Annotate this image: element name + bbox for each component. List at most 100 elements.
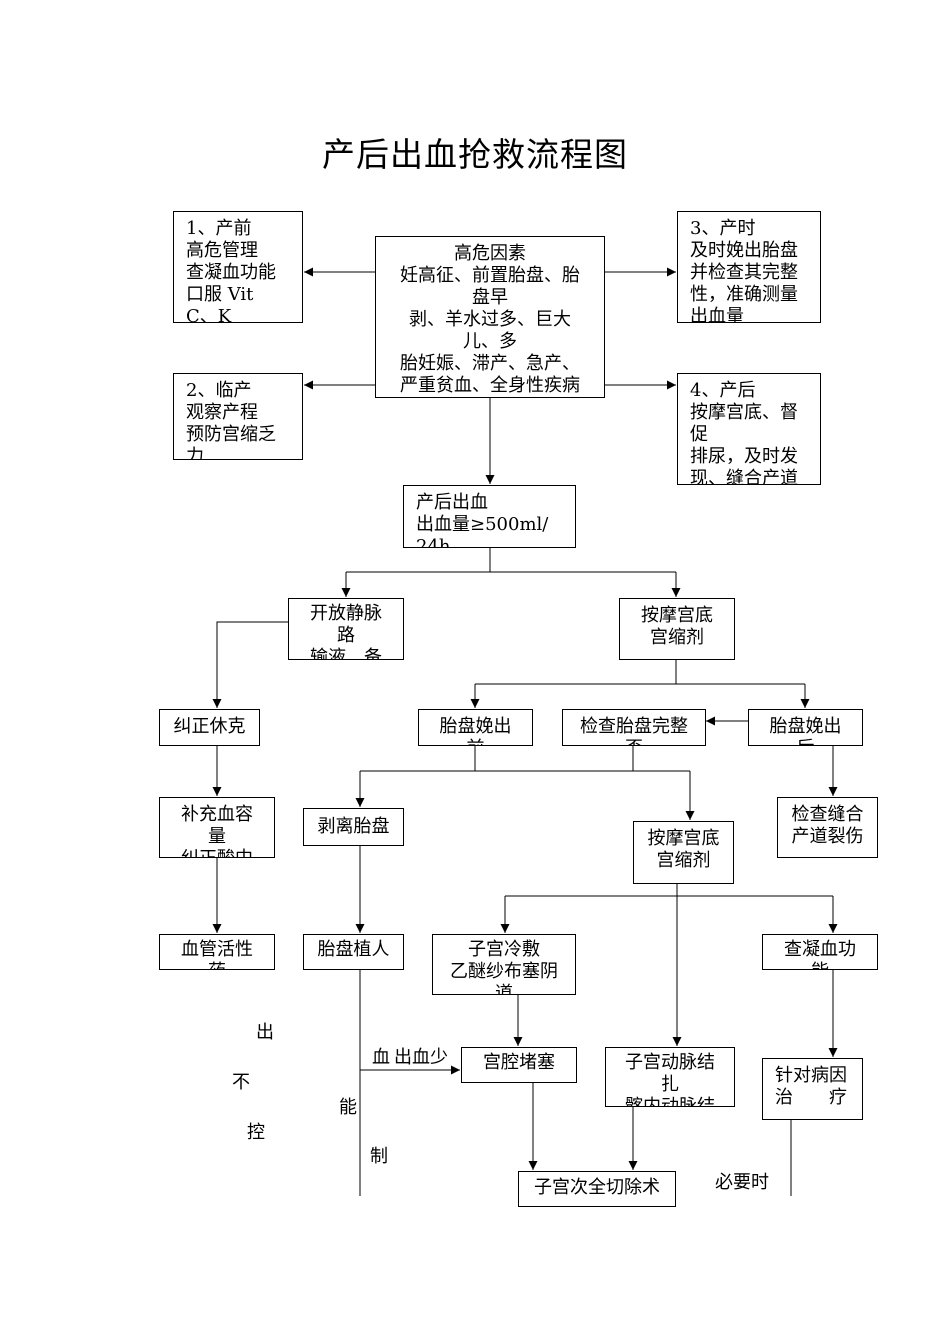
artery-ligation-box: 子宫动脉结扎髂内动脉结: [605, 1047, 735, 1107]
hysterectomy-box: 子宫次全切除术: [518, 1171, 676, 1207]
box-text-line: 针对病因: [775, 1065, 847, 1086]
box-text-line: 1、产前: [186, 218, 252, 239]
box-text-line: 开放静脉: [310, 603, 382, 624]
box-text-line: 胎妊娠、滞产、急产、: [400, 353, 580, 374]
box-text-line: 并检查其完整: [690, 262, 798, 283]
coagulation-check-box: 查凝血功能: [762, 934, 878, 970]
box-text-line: 严重贫血、全身性疾病: [400, 375, 580, 396]
box-text-line: 宫缩剂: [650, 627, 704, 648]
label-when-needed: 必要时: [715, 1172, 769, 1193]
risk-factors-box: 高危因素妊高征、前置胎盘、胎盘早剥、羊水过多、巨大儿、多胎妊娠、滞产、急产、严重…: [375, 236, 605, 398]
box-text-line: 量: [208, 826, 226, 847]
connector-massage1-split: [475, 660, 805, 685]
postpartum-box: 4、产后按摩宫底、督促排尿，及时发现、缝合产道: [677, 373, 821, 485]
box-text-line: 髂内动脉结: [625, 1096, 715, 1107]
box-text-line: 胎盘植人: [317, 939, 390, 960]
connector-placenta-branch: [359, 746, 690, 807]
label-neng: 能: [339, 1097, 357, 1118]
box-text-line: 查凝血功能: [186, 262, 276, 283]
box-text-line: 出血量≥500ml/: [416, 514, 549, 535]
postpartum-hemorrhage-box: 产后出血出血量≥500ml/24h: [403, 485, 576, 548]
box-text-line: 高危因素: [454, 243, 526, 264]
label-bu: 不: [232, 1072, 250, 1093]
box-text-line: 剥、羊水过多、巨大: [409, 309, 571, 330]
correct-shock-box: 纠正休克: [159, 709, 260, 746]
box-text-line: 促: [690, 424, 708, 445]
box-text-line: 按摩宫底: [647, 828, 720, 849]
treat-cause-box: 针对病因治 疗: [762, 1058, 863, 1120]
label-xue: 血: [372, 1047, 390, 1068]
box-text-line: 妊高征、前置胎盘、胎: [400, 265, 580, 286]
label-less-bleeding: 出血少: [394, 1047, 448, 1068]
box-text-line: 高危管理: [186, 240, 258, 261]
box-text-line: 出血量: [690, 306, 744, 323]
box-text-line: 扎: [661, 1074, 679, 1095]
connector-pph-split: [346, 548, 676, 573]
detach-placenta-box: 剥离胎盘: [303, 808, 404, 846]
box-text-line: 24h: [416, 536, 451, 548]
placenta-accreta-box: 胎盘植人: [303, 934, 404, 970]
box-text-line: 宫缩剂: [656, 850, 711, 871]
uterine-massage-box-1: 按摩宫底宫缩剂: [619, 598, 735, 660]
box-text-line: 口服 Vit: [186, 284, 254, 305]
replenish-volume-box: 补充血容量纠正酸中: [159, 797, 275, 858]
box-text-line: 2、临产: [186, 380, 252, 401]
box-text-line: 否: [563, 738, 705, 745]
box-text-line: 产道裂伤: [791, 826, 864, 847]
check-placenta-box: 检查胎盘完整否: [562, 709, 706, 746]
box-text-line: 能: [763, 961, 877, 969]
box-text-line: 预防宫缩乏: [186, 424, 276, 445]
box-text-line: 儿、多: [463, 331, 517, 352]
box-text-line: 前: [419, 738, 532, 745]
box-text-line: 纠正酸中: [160, 848, 274, 857]
uterine-packing-box: 宫腔堵塞: [461, 1047, 577, 1083]
box-text-line: 检查缝合: [791, 804, 864, 825]
connector-iv-to-shock: [212, 621, 288, 708]
box-text-line: 现、缝合产道: [690, 468, 798, 485]
box-text-line: 子宫冷敷: [468, 939, 540, 960]
iv-access-box: 开放静脉路输液、备: [288, 598, 404, 660]
box-text-line: 乙醚纱布塞阴: [450, 961, 558, 982]
cold-compress-box: 子宫冷敷乙醚纱布塞阴道: [432, 934, 576, 995]
box-text-line: 查凝血功: [784, 939, 856, 960]
check-suture-box: 检查缝合产道裂伤: [777, 797, 878, 858]
box-text-line: 观察产程: [186, 402, 258, 423]
box-text-line: 4、产后: [690, 380, 756, 401]
box-text-line: 输液、备: [310, 647, 382, 660]
placenta-delivery-after-box: 胎盘娩出后: [748, 709, 863, 746]
connector-massage2-split: [505, 884, 833, 897]
box-text-line: 子宫动脉结: [625, 1052, 715, 1073]
box-text-line: 盘早: [472, 287, 508, 308]
box-text-line: 产后出血: [416, 492, 488, 513]
box-text-line: 及时娩出胎盘: [690, 240, 798, 261]
box-text-line: 纠正休克: [173, 716, 246, 737]
box-text-line: 药: [160, 961, 274, 969]
box-text-line: 子宫次全切除术: [534, 1177, 660, 1198]
box-text-line: 检查胎盘完整: [580, 716, 688, 737]
label-zhi: 制: [370, 1146, 388, 1167]
uterine-massage-box-2: 按摩宫底宫缩剂: [633, 821, 734, 884]
box-text-line: 道: [495, 983, 513, 995]
label-kong: 控: [247, 1122, 265, 1143]
box-text-line: 3、产时: [690, 218, 756, 239]
box-text-line: 胎盘娩出: [769, 716, 842, 737]
vasoactive-drug-box: 血管活性药: [159, 934, 275, 970]
box-text-line: 力: [186, 446, 204, 460]
box-text-line: 血管活性: [181, 939, 253, 960]
box-text-line: 后: [749, 738, 862, 745]
intrapartum-box: 3、产时及时娩出胎盘并检查其完整性，准确测量出血量: [677, 211, 821, 323]
box-text-line: 按摩宫底: [641, 605, 713, 626]
label-chu: 出: [256, 1022, 274, 1043]
box-text-line: 排尿，及时发: [690, 446, 798, 467]
box-text-line: C、K: [186, 306, 232, 323]
page-title: 产后出血抢救流程图: [322, 135, 628, 174]
box-text-line: 性，准确测量: [690, 284, 798, 305]
box-text-line: 宫腔堵塞: [483, 1052, 555, 1073]
box-text-line: 补充血容: [181, 804, 253, 825]
box-text-line: 胎盘娩出: [439, 716, 512, 737]
placenta-delivery-before-box: 胎盘娩出前: [418, 709, 533, 746]
box-text-line: 按摩宫底、督: [690, 402, 798, 423]
box-text-line: 剥离胎盘: [317, 816, 390, 837]
